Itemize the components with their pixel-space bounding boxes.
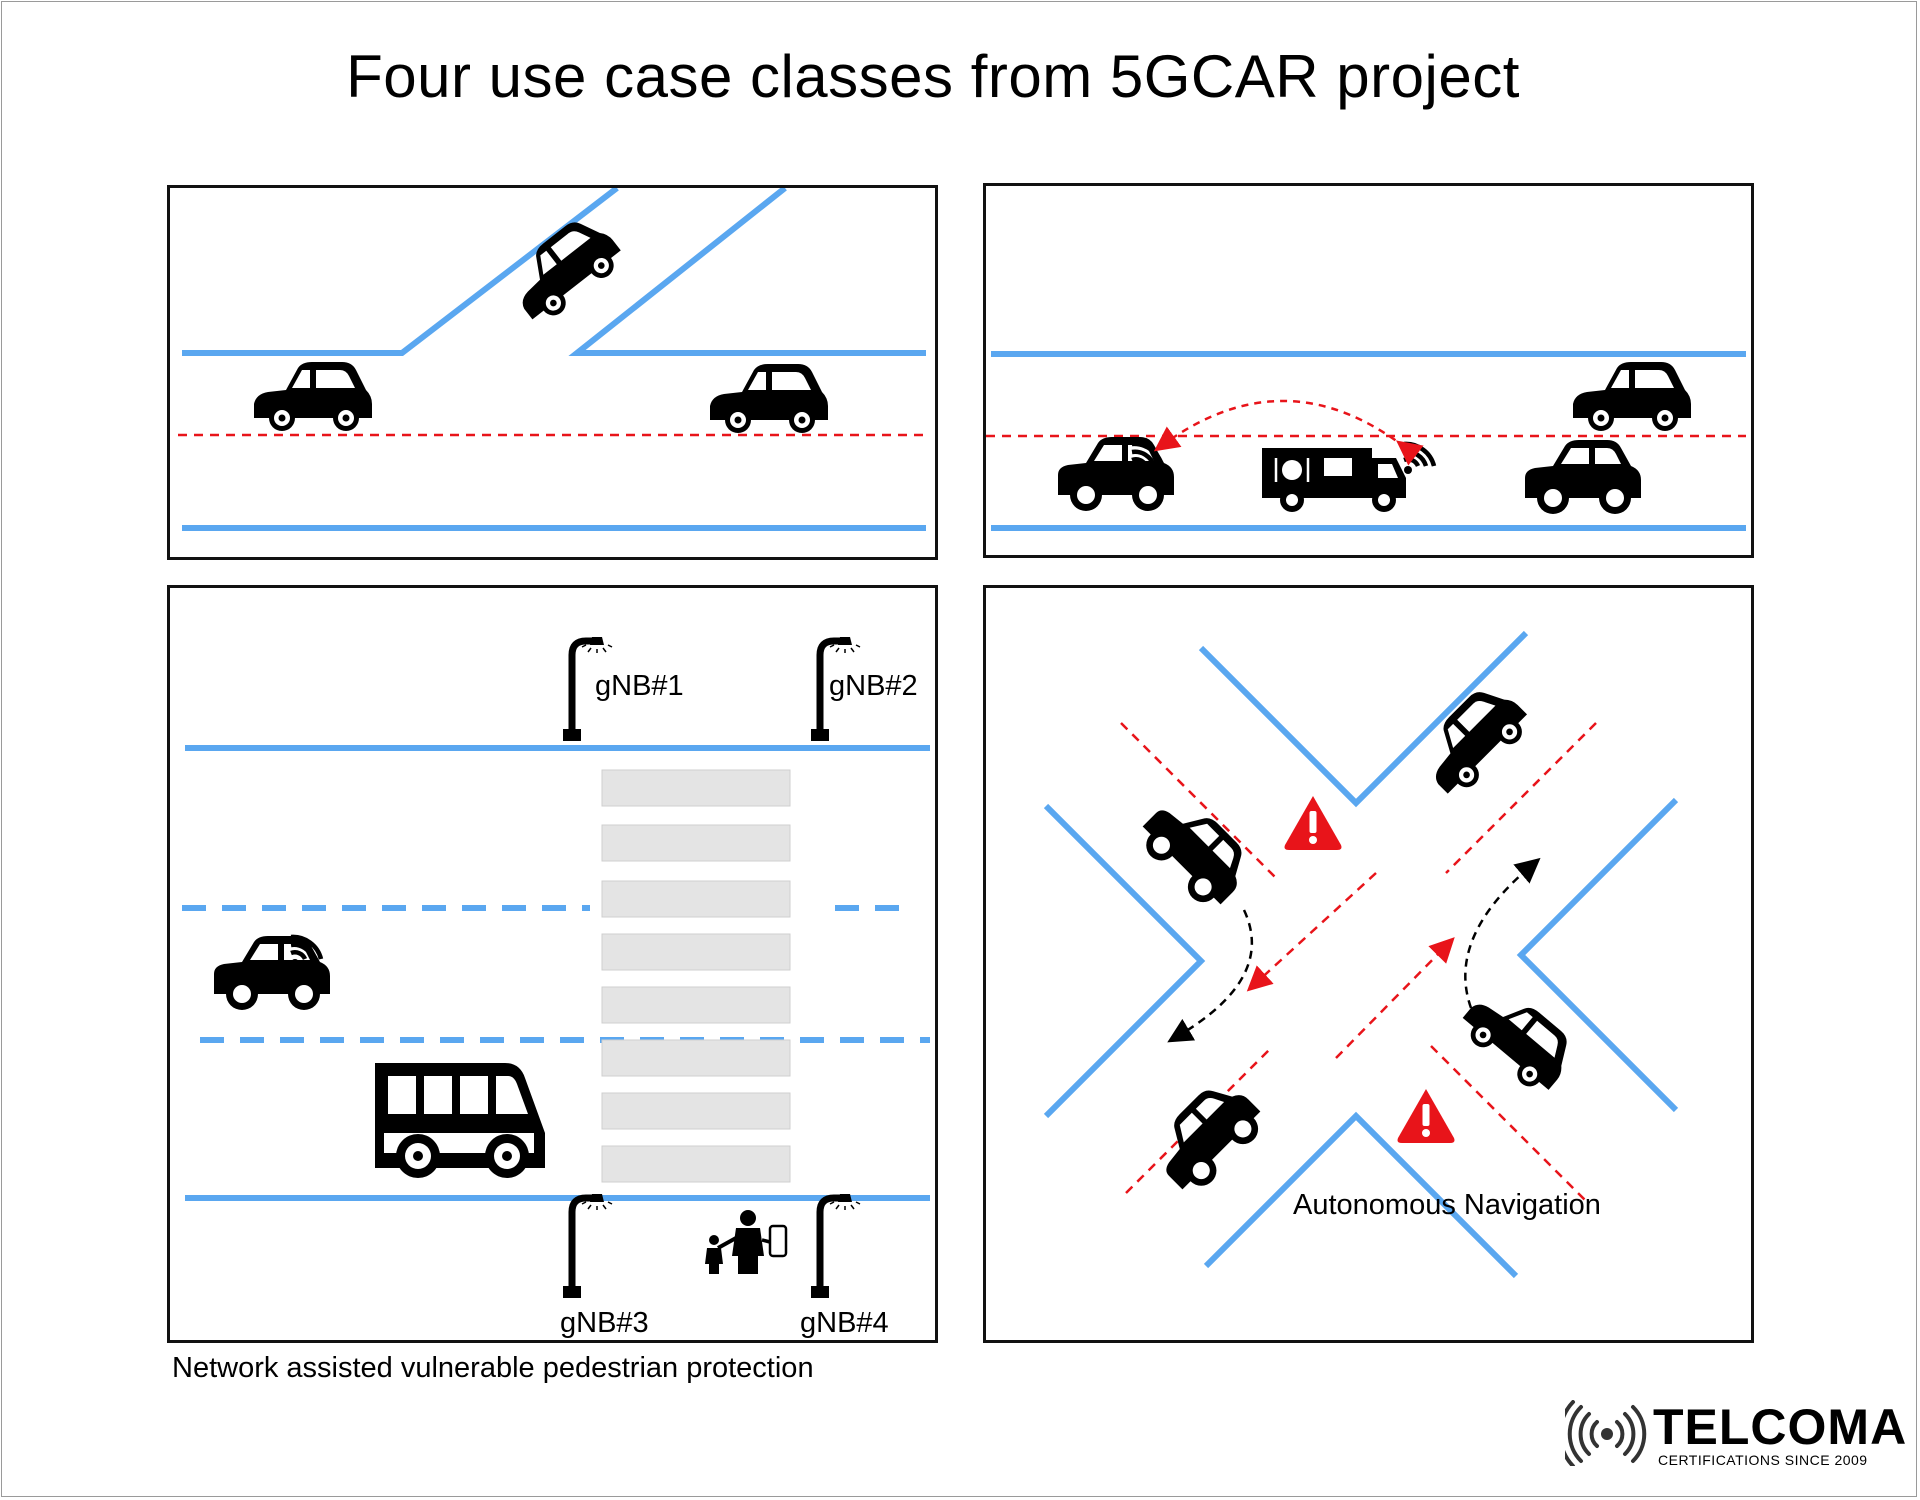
- page-title: Four use case classes from 5GCAR project: [346, 43, 1520, 110]
- crosswalk: [601, 769, 791, 1183]
- car-icon: [1131, 787, 1260, 916]
- car-icon: [1143, 1072, 1272, 1201]
- v2v-link-arrow: [1153, 399, 1424, 466]
- panel-autonomous-navigation: Autonomous Navigation: [983, 585, 1754, 1343]
- warning-icon: [1397, 1089, 1455, 1143]
- gnb-label-1: gNB#1: [595, 670, 684, 702]
- logo-name: TELCOMA: [1653, 1399, 1908, 1455]
- lane-dividers: [182, 905, 930, 1043]
- panel-pedestrian-protection: gNB#1 gNB#2 gNB#3 gNB#4: [167, 585, 938, 1343]
- car-icon: [710, 364, 828, 433]
- road-edges: [1043, 630, 1679, 1279]
- car-icon: [1410, 676, 1536, 803]
- gnb-lamp-icon: [811, 1194, 860, 1298]
- logo-tagline: CERTIFICATIONS SINCE 2009: [1658, 1452, 1868, 1468]
- autonomous-navigation-label: Autonomous Navigation: [1293, 1189, 1601, 1221]
- red-path-arrow: [1246, 872, 1377, 992]
- car-icon: [254, 362, 372, 431]
- wifi-icon: [1404, 444, 1434, 474]
- signal-icon: [1565, 1400, 1647, 1466]
- pedestrian-caption: Network assisted vulnerable pedestrian p…: [172, 1352, 814, 1384]
- turn-path-arrow: [1464, 857, 1541, 1009]
- gnb-label-3: gNB#3: [560, 1307, 649, 1339]
- car-icon: [1525, 440, 1641, 514]
- gnb-lamp-icon: [563, 1194, 612, 1298]
- gnb-label-2: gNB#2: [829, 670, 918, 702]
- panel-lane-merge: [167, 185, 938, 560]
- lane-lines: [991, 351, 1746, 531]
- pedestrian-with-child-icon: [705, 1210, 788, 1274]
- gnb-label-4: gNB#4: [800, 1307, 889, 1339]
- car-icon: [1573, 362, 1691, 431]
- turn-path-arrow: [1167, 909, 1253, 1043]
- telcoma-logo: TELCOMA CERTIFICATIONS SINCE 2009: [1565, 1399, 1908, 1480]
- lane-lines: [185, 745, 930, 1201]
- panel-cooperative-maneuver: [983, 183, 1754, 558]
- warning-icon: [1284, 796, 1342, 850]
- bus-icon: [375, 1063, 545, 1178]
- connected-car-icon: [1058, 437, 1174, 511]
- food-truck-icon: [1262, 448, 1406, 512]
- red-path-arrow: [1335, 937, 1455, 1059]
